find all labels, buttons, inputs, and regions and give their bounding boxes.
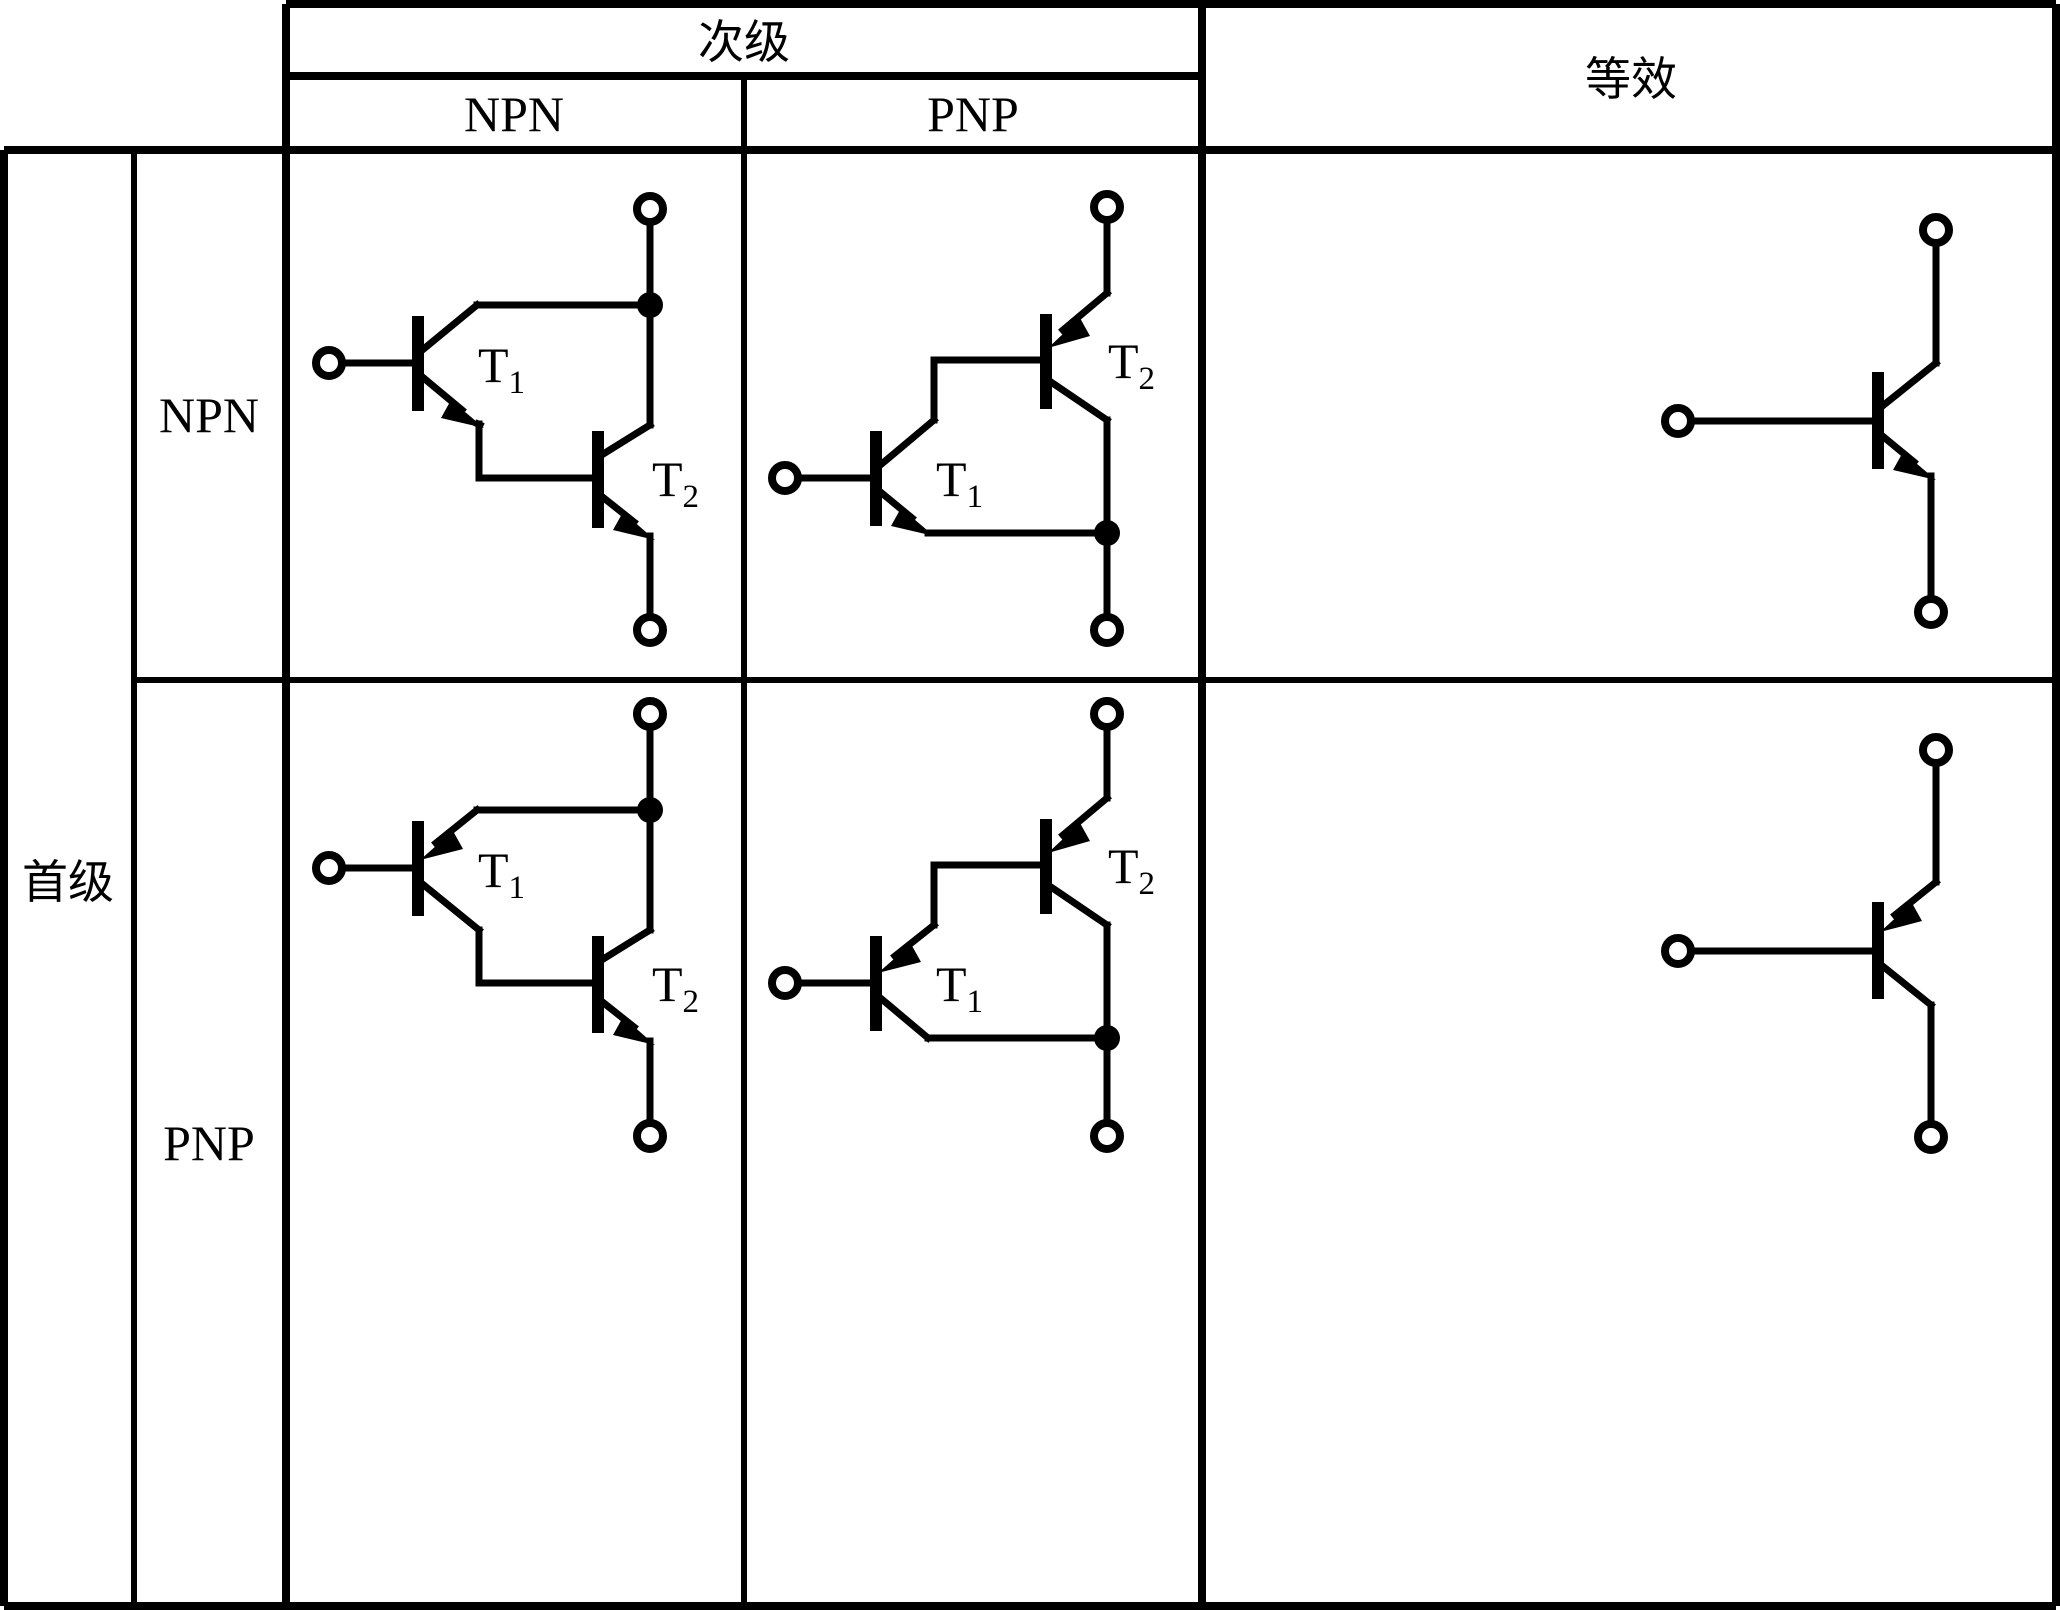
terminal-emitter-open-circle	[1090, 613, 1124, 647]
terminal-collector-open-circle	[1090, 697, 1124, 731]
t2-main: T	[1108, 838, 1139, 894]
terminal-emitter-open-circle	[1914, 1120, 1948, 1154]
column-header-pnp: PNP	[927, 86, 1019, 142]
terminal-collector-open-circle	[1090, 190, 1124, 224]
circuit-pnp-pnp	[768, 697, 1124, 1153]
pnp-collector-arrow	[1880, 903, 1922, 932]
t1-main: T	[936, 451, 967, 507]
npn-emitter-arrow-t2	[613, 512, 655, 540]
terminal-emitter-open-circle	[1090, 1119, 1124, 1153]
npn-emitter-arrow-t1	[441, 400, 484, 428]
t2-sub: 2	[682, 984, 700, 1020]
terminal-base-open-circle	[312, 851, 346, 885]
t1-sub: 1	[966, 479, 984, 515]
transistor-label-t2: T2	[1108, 837, 1155, 903]
column-group-header-secondary: 次级	[698, 15, 790, 69]
npn-emitter-arrow-t1	[891, 508, 934, 536]
terminal-collector-open-circle	[1919, 733, 1953, 767]
terminal-base-open-circle	[1661, 934, 1695, 968]
t1-main: T	[936, 956, 967, 1012]
transistor-label-t2: T2	[652, 450, 699, 516]
circuit-pnp-npn	[312, 697, 667, 1153]
transistor-label-t2: T2	[652, 955, 699, 1021]
t2-sub: 2	[1138, 361, 1156, 397]
terminal-base-open-circle	[1661, 404, 1695, 438]
circuit-npn-pnp	[768, 190, 1124, 647]
npn-emitter-arrow	[1893, 452, 1936, 480]
t2-sub: 2	[1138, 866, 1156, 902]
terminal-base-open-circle	[768, 461, 802, 495]
terminal-collector-open-circle	[633, 192, 667, 226]
pnp-emitter-arrow-t2	[1048, 318, 1090, 348]
t1-sub: 1	[508, 870, 526, 906]
terminal-base-open-circle	[312, 346, 346, 380]
t2-sub: 2	[682, 479, 700, 515]
transistor-label-t1: T1	[936, 955, 983, 1021]
transistor-label-t2: T2	[1108, 332, 1155, 398]
row-group-header-primary: 首级	[22, 855, 114, 909]
pnp-collector-arrow-t1	[878, 944, 921, 973]
pnp-emitter-arrow-t2	[1048, 823, 1090, 853]
circuit-pnp-equivalent	[1661, 733, 1953, 1154]
t1-main: T	[478, 842, 509, 898]
t2-main: T	[1108, 333, 1139, 389]
t1-sub: 1	[508, 365, 526, 401]
t1-sub: 1	[966, 984, 984, 1020]
pnp-collector-arrow-t1	[420, 831, 463, 860]
column-header-equivalent: 等效	[1585, 52, 1677, 106]
t2-main: T	[652, 956, 683, 1012]
t2-main: T	[652, 451, 683, 507]
npn-emitter-arrow-t2	[613, 1017, 655, 1045]
transistor-label-t1: T1	[478, 841, 525, 907]
column-header-npn: NPN	[463, 86, 565, 142]
terminal-collector-open-circle	[1919, 213, 1953, 247]
terminal-collector-open-circle	[633, 697, 667, 731]
transistor-label-t1: T1	[478, 336, 525, 402]
row-header-npn: NPN	[158, 387, 260, 443]
terminal-emitter-open-circle	[1914, 595, 1948, 629]
terminal-emitter-open-circle	[633, 613, 667, 647]
circuit-npn-equivalent	[1661, 213, 1953, 629]
transistor-label-t1: T1	[936, 450, 983, 516]
row-header-pnp: PNP	[163, 1115, 255, 1171]
circuit-npn-npn	[312, 192, 667, 647]
t1-main: T	[478, 337, 509, 393]
terminal-emitter-open-circle	[633, 1119, 667, 1153]
terminal-base-open-circle	[768, 966, 802, 1000]
